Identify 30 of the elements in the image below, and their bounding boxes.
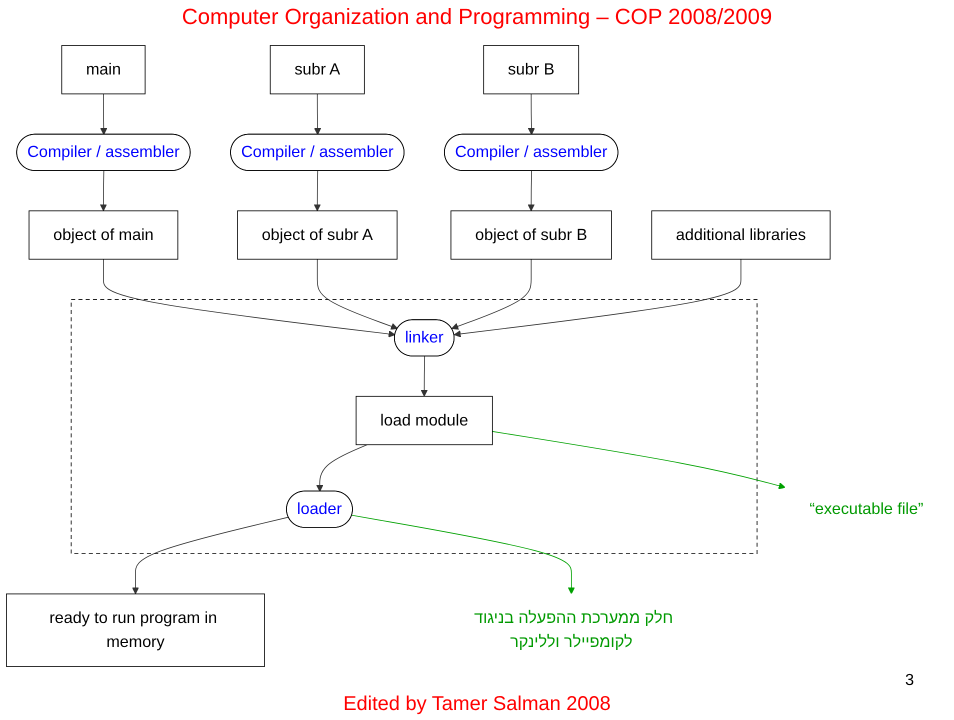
node-box: object of subr A [237,210,398,260]
node-box: object of subr B [450,210,612,260]
node-box: main [61,45,146,94]
node-box: ready to run program in memory [6,594,265,667]
node-text: חלק ממערכת ההפעלה בניגוד לקומפיילר וללינקר [474,609,674,652]
arrow [100,170,107,212]
node-box: object of main [28,210,178,260]
arrow [492,431,786,490]
node-box: subr A [270,45,365,94]
cluster [70,299,758,554]
arrow [352,514,575,594]
arrow [454,258,742,338]
page-number: 3 [905,672,914,690]
arrow [103,258,396,338]
arrow [100,93,108,135]
node-box: load module [356,396,493,446]
arrow [528,170,535,212]
arrow [420,356,428,397]
arrow [314,93,322,135]
arrow [316,258,398,330]
arrow [451,258,532,330]
arrow [132,516,289,594]
node-text: “executable file” [809,500,924,518]
slide-title: Computer Organization and Programming – COP 2008/2009 [180,4,774,30]
slide-caption: Edited by Tamer Salman 2008 [342,693,612,716]
arrow [528,93,535,135]
arrow [314,170,321,212]
node-box: subr B [483,45,580,94]
arrow [316,444,368,492]
node-box: additional libraries [651,210,831,260]
